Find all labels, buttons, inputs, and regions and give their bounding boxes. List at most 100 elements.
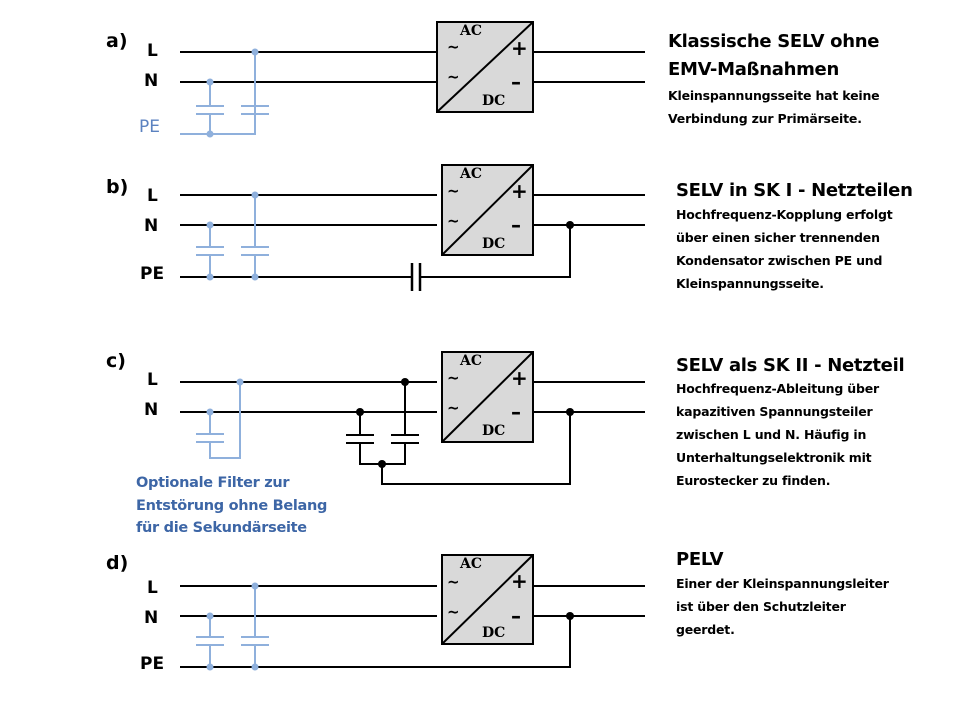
junction-dot — [251, 582, 259, 590]
description-line: zwischen L und N. Häufig in — [676, 427, 867, 442]
converter-box-c — [441, 351, 534, 443]
ac-tilde-icon: ~ — [447, 212, 460, 230]
plus-icon: + — [511, 36, 528, 60]
dc-label: DC — [482, 625, 506, 641]
description-line: Eurostecker zu finden. — [676, 473, 831, 488]
description-d: Einer der Kleinspannungsleiter ist über … — [676, 572, 889, 641]
ac-tilde-icon: ~ — [447, 573, 460, 591]
title-line: SELV in SK I - Netzteilen — [676, 180, 913, 201]
ac-label: AC — [460, 166, 483, 182]
junction-dot — [206, 221, 214, 229]
description-c: Hochfrequenz-Ableitung über kapazitiven … — [676, 377, 879, 492]
section-label-c: c) — [106, 350, 126, 372]
line-label-pe: PE — [140, 654, 165, 674]
description-line: Einer der Kleinspannungsleiter — [676, 576, 889, 591]
ac-tilde-icon: ~ — [447, 68, 460, 86]
minus-icon: – — [511, 70, 521, 94]
dc-label: DC — [482, 93, 506, 109]
junction-dot — [251, 48, 259, 56]
ac-tilde-icon: ~ — [447, 603, 460, 621]
junction-dot — [251, 191, 259, 199]
description-line: ist über den Schutzleiter — [676, 599, 846, 614]
note-line: Entstörung ohne Belang — [136, 497, 328, 514]
description-line: Verbindung zur Primärseite. — [668, 111, 862, 126]
description-line: über einen sicher trennenden — [676, 230, 880, 245]
ac-tilde-icon: ~ — [447, 38, 460, 56]
description-a: Kleinspannungsseite hat keine Verbindung… — [668, 84, 880, 130]
minus-icon: – — [511, 213, 521, 237]
plus-icon: + — [511, 569, 528, 593]
description-line: kapazitiven Spannungsteiler — [676, 404, 873, 419]
ac-label: AC — [460, 23, 483, 39]
description-b: Hochfrequenz-Kopplung erfolgt über einen… — [676, 203, 893, 295]
junction-dot — [206, 408, 214, 416]
wire-pe-d — [180, 616, 571, 668]
junction-dot — [401, 378, 409, 386]
title-line: Klassische SELV ohne — [668, 31, 880, 52]
line-label-l: L — [147, 186, 158, 206]
description-line: Kleinspannungsseite. — [676, 276, 824, 291]
junction-dot — [566, 408, 574, 416]
circuit-d — [180, 582, 645, 671]
junction-dot — [206, 130, 214, 138]
plus-icon: + — [511, 366, 528, 390]
description-line: Hochfrequenz-Ableitung über — [676, 381, 879, 396]
junction-dot — [251, 273, 259, 281]
title-line: PELV — [676, 549, 724, 570]
line-label-n: N — [144, 216, 159, 236]
ac-label: AC — [460, 556, 483, 572]
wire-pe-to-minus-b — [421, 225, 571, 278]
line-label-l: L — [147, 578, 158, 598]
ac-label: AC — [460, 353, 483, 369]
line-label-l: L — [147, 41, 158, 61]
junction-dot — [566, 612, 574, 620]
description-line: Kondensator zwischen PE und — [676, 253, 883, 268]
junction-dot — [356, 408, 364, 416]
minus-icon: – — [511, 604, 521, 628]
junction-dot — [206, 78, 214, 86]
title-line: EMV-Maßnahmen — [668, 59, 839, 80]
note-line: Optionale Filter zur — [136, 475, 290, 491]
line-label-n: N — [144, 71, 159, 91]
title-c: SELV als SK II - Netzteil — [676, 352, 905, 380]
line-label-l: L — [147, 370, 158, 390]
description-line: Hochfrequenz-Kopplung erfolgt — [676, 207, 893, 222]
line-label-pe: PE — [140, 264, 165, 284]
section-label-b: b) — [106, 176, 129, 198]
converter-box-b — [441, 164, 534, 256]
plus-icon: + — [511, 179, 528, 203]
title-line: SELV als SK II - Netzteil — [676, 355, 905, 376]
converter-box-a — [436, 21, 534, 113]
title-a: Klassische SELV ohne EMV-Maßnahmen — [668, 28, 879, 84]
line-label-pe: PE — [139, 117, 160, 137]
junction-dot — [206, 612, 214, 620]
junction-dot — [251, 663, 259, 671]
note-line: für die Sekundärseite — [136, 520, 307, 536]
circuit-b — [180, 191, 645, 291]
filter-capacitor-c — [196, 382, 241, 459]
circuit-a — [180, 48, 645, 138]
dc-label: DC — [482, 236, 506, 252]
description-line: Kleinspannungsseite hat keine — [668, 88, 880, 103]
line-label-n: N — [144, 400, 159, 420]
optional-filter-note: Optionale Filter zur Entstörung ohne Bel… — [136, 472, 327, 540]
minus-icon: – — [511, 400, 521, 424]
section-label-a: a) — [106, 30, 128, 52]
converter-box-d — [441, 554, 534, 645]
ac-tilde-icon: ~ — [447, 399, 460, 417]
junction-dot — [566, 221, 574, 229]
junction-dot — [206, 663, 214, 671]
ac-tilde-icon: ~ — [447, 369, 460, 387]
junction-dot — [206, 273, 214, 281]
title-d: PELV — [676, 546, 724, 574]
circuit-c — [180, 378, 645, 485]
title-b: SELV in SK I - Netzteilen — [676, 177, 913, 205]
junction-dot — [236, 378, 244, 386]
junction-dot — [378, 460, 386, 468]
ac-tilde-icon: ~ — [447, 182, 460, 200]
filter-capacitors-a — [180, 52, 269, 135]
line-label-n: N — [144, 608, 159, 628]
section-label-d: d) — [106, 552, 129, 574]
description-line: Unterhaltungselektronik mit — [676, 450, 872, 465]
